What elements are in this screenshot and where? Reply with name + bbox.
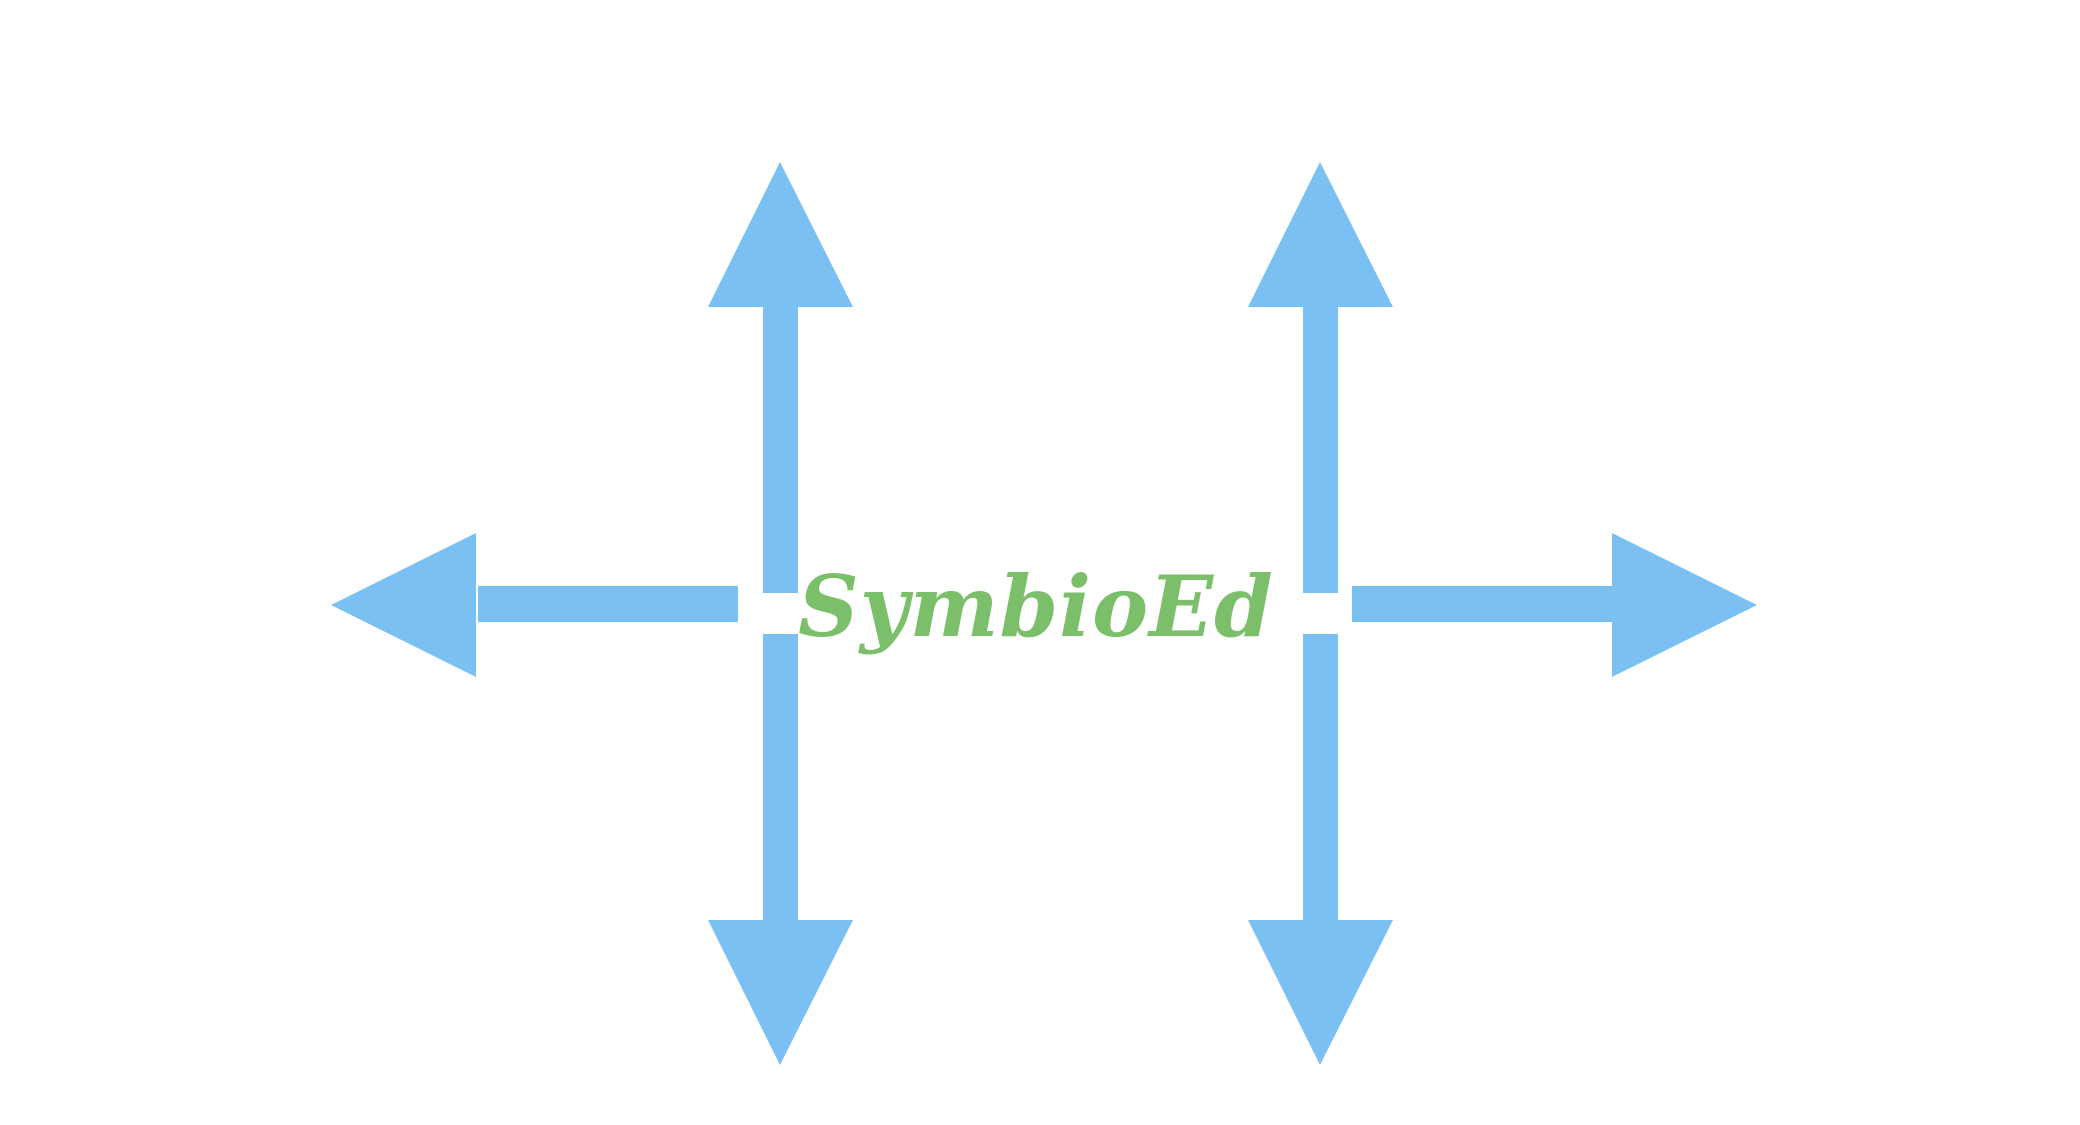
left-lower-arrow-head <box>708 920 853 1065</box>
left-upper-arrow-head <box>708 162 853 307</box>
right-lower-arrow-shaft <box>1303 634 1338 922</box>
right-arrow-shaft <box>1352 586 1614 622</box>
left-upper-arrow-icon <box>708 162 853 593</box>
left-arrow-icon <box>331 533 738 677</box>
logo-text: SymbioEd <box>798 557 1274 656</box>
right-upper-arrow-head <box>1248 162 1393 307</box>
right-arrow-head <box>1612 533 1757 677</box>
right-arrow-icon <box>1352 533 1757 677</box>
left-arrow-shaft <box>478 586 738 622</box>
left-lower-arrow-shaft <box>763 634 798 922</box>
left-upper-arrow-shaft <box>763 305 798 593</box>
left-lower-arrow-icon <box>708 634 853 1065</box>
right-upper-arrow-icon <box>1248 162 1393 593</box>
right-lower-arrow-icon <box>1248 634 1393 1065</box>
left-arrow-head <box>331 533 476 677</box>
right-upper-arrow-shaft <box>1303 305 1338 593</box>
right-lower-arrow-head <box>1248 920 1393 1065</box>
